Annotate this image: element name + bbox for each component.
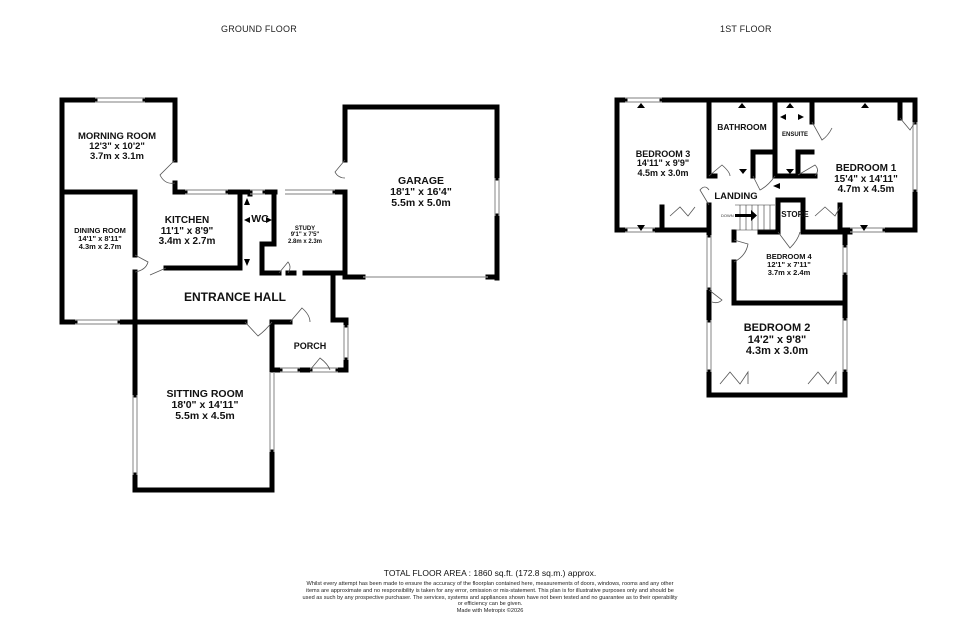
stairs bbox=[735, 204, 775, 231]
room-metric: 3.4m x 2.7m bbox=[158, 236, 216, 247]
room-name: MORNING ROOM bbox=[77, 131, 157, 142]
room-bedroom-4: BEDROOM 4 12'1" x 7'11" 3.7m x 2.4m bbox=[766, 253, 811, 277]
ground-floor-title: GROUND FLOOR bbox=[221, 24, 297, 34]
first-floor-windows bbox=[625, 97, 918, 372]
room-name: WC bbox=[251, 213, 269, 225]
room-bedroom-3: BEDROOM 3 14'11" x 9'9" 4.5m x 3.0m bbox=[635, 149, 691, 178]
room-imperial: 14'11" x 9'9" bbox=[636, 158, 690, 169]
room-store: STORE bbox=[781, 210, 809, 219]
room-imperial: 11'1" x 8'9" bbox=[160, 225, 214, 237]
room-imperial: 12'3" x 10'2" bbox=[89, 140, 145, 152]
room-ensuite: ENSUITE bbox=[782, 132, 808, 138]
ground-floor-walls bbox=[59, 97, 500, 493]
room-name: BEDROOM 1 bbox=[835, 163, 897, 174]
room-metric: 4.3m x 2.7m bbox=[78, 241, 122, 251]
room-bedroom-2: BEDROOM 2 14'2" x 9'8" 4.3m x 3.0m bbox=[743, 322, 811, 358]
room-name: SITTING ROOM bbox=[166, 388, 244, 400]
room-metric: 5.5m x 5.0m bbox=[391, 197, 451, 210]
room-metric: 5.5m x 4.5m bbox=[175, 410, 235, 423]
room-metric: 3.7m x 2.4m bbox=[767, 267, 811, 277]
room-name: KITCHEN bbox=[164, 215, 210, 226]
disclaimer: Whilst every attempt has been made to en… bbox=[302, 581, 678, 608]
ground-floor-doors bbox=[134, 159, 346, 371]
wc-arrows bbox=[244, 198, 272, 266]
room-imperial: 18'0" x 14'11" bbox=[171, 399, 239, 412]
room-imperial: 9'1" x 7'5" bbox=[290, 232, 320, 239]
room-imperial: 18'1" x 16'4" bbox=[390, 186, 452, 199]
room-bathroom: BATHROOM bbox=[717, 123, 766, 132]
room-sitting-room: SITTING ROOM 18'0" x 14'11" 5.5m x 4.5m bbox=[166, 388, 244, 423]
room-landing: LANDING bbox=[714, 192, 757, 202]
room-imperial: 12'1" x 7'11" bbox=[767, 259, 811, 269]
first-floor-title: 1ST FLOOR bbox=[720, 24, 772, 34]
room-name: LANDING bbox=[714, 191, 758, 202]
room-name: STUDY bbox=[294, 226, 316, 232]
room-study: STUDY 9'1" x 7'5" 2.8m x 2.3m bbox=[288, 226, 322, 245]
room-name: BATHROOM bbox=[717, 122, 767, 132]
room-bedroom-1: BEDROOM 1 15'4" x 14'11" 4.7m x 4.5m bbox=[834, 163, 898, 196]
first-floor-arrows bbox=[637, 103, 869, 231]
stair-down-label: DOWN bbox=[721, 213, 734, 218]
room-imperial: 14'2" x 9'8" bbox=[747, 333, 807, 346]
room-metric: 4.3m x 3.0m bbox=[745, 345, 809, 358]
room-imperial: 15'4" x 14'11" bbox=[834, 173, 898, 185]
room-metric: 4.7m x 4.5m bbox=[837, 184, 895, 195]
footer: TOTAL FLOOR AREA : 1860 sq.ft. (172.8 sq… bbox=[300, 568, 680, 615]
room-metric: 2.8m x 2.3m bbox=[287, 238, 323, 245]
total-floor-area: TOTAL FLOOR AREA : 1860 sq.ft. (172.8 sq… bbox=[383, 568, 597, 578]
room-name: ENSUITE bbox=[781, 132, 809, 138]
room-garage: GARAGE 18'1" x 16'4" 5.5m x 5.0m bbox=[390, 175, 452, 210]
room-name: BEDROOM 4 bbox=[766, 252, 812, 261]
room-name: PORCH bbox=[293, 341, 327, 351]
room-dining-room: DINING ROOM 14'1" x 8'11" 4.3m x 2.7m bbox=[74, 227, 126, 251]
first-floor-doors bbox=[669, 117, 916, 385]
first-floor-walls bbox=[614, 97, 918, 398]
room-entrance-hall: ENTRANCE HALL bbox=[184, 291, 286, 304]
room-name: ENTRANCE HALL bbox=[184, 290, 286, 304]
room-porch: PORCH bbox=[293, 341, 327, 351]
credit: Made with Metropix ©2026 bbox=[456, 608, 524, 615]
room-name: BEDROOM 2 bbox=[743, 322, 811, 334]
ground-floor-windows bbox=[75, 97, 500, 475]
room-name: GARAGE bbox=[397, 175, 445, 187]
room-name: BEDROOM 3 bbox=[635, 149, 691, 159]
room-morning-room: MORNING ROOM 12'3" x 10'2" 3.7m x 3.1m bbox=[78, 132, 156, 162]
room-imperial: 14'1" x 8'11" bbox=[78, 233, 122, 243]
room-name: STORE bbox=[781, 210, 809, 219]
room-metric: 4.5m x 3.0m bbox=[637, 167, 689, 178]
room-wc: WC bbox=[251, 213, 269, 225]
room-metric: 3.7m x 3.1m bbox=[90, 150, 144, 162]
room-name: DINING ROOM bbox=[74, 226, 126, 235]
room-kitchen: KITCHEN 11'1" x 8'9" 3.4m x 2.7m bbox=[158, 215, 216, 248]
